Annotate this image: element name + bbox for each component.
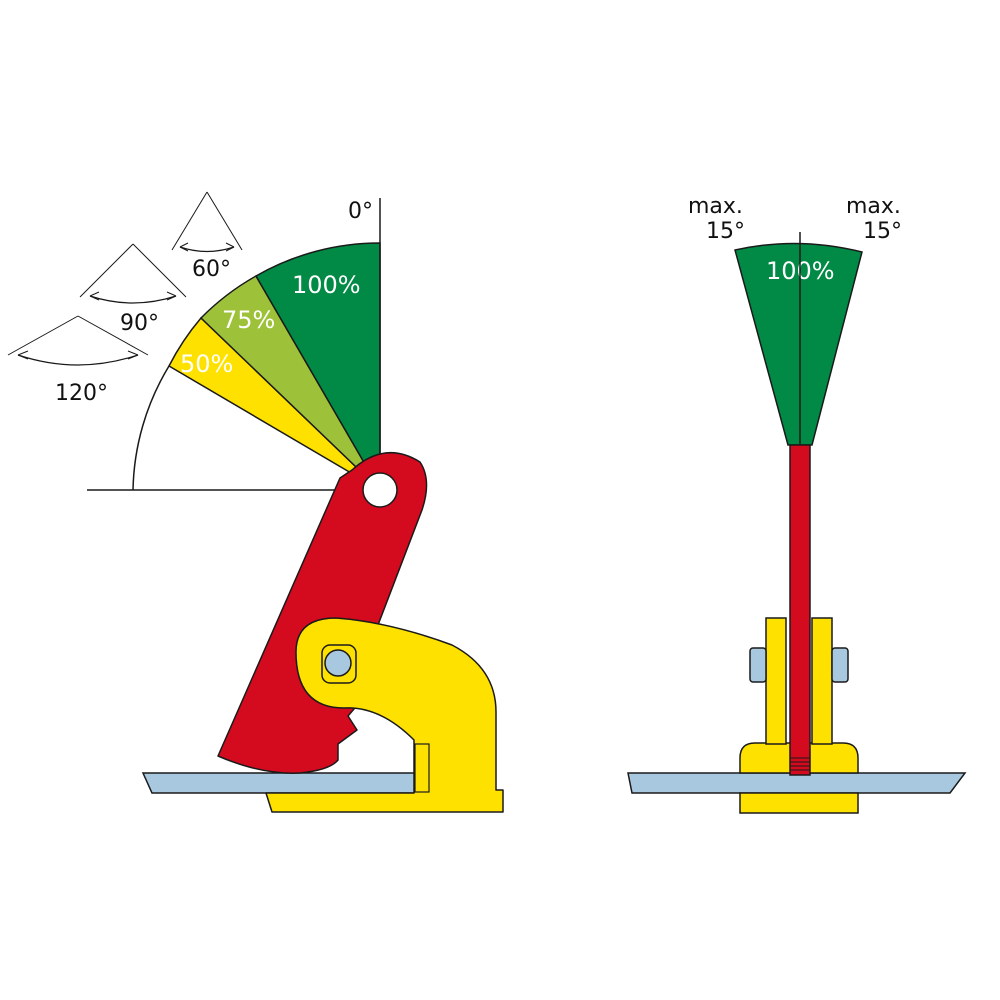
angle-arc: [132, 365, 170, 491]
steel-plate-side: [141, 772, 429, 794]
pin-end-left: [749, 647, 767, 683]
front-view: 100% max. 15° max. 15°: [627, 194, 967, 814]
angle-60-label: 60°: [192, 257, 231, 282]
red-lever-front: [789, 444, 811, 776]
pivot-pin-side: [324, 649, 352, 677]
zone-50-label: 50%: [180, 350, 233, 378]
jaw-pad: [414, 743, 430, 793]
max-left-label: max.: [688, 194, 743, 219]
angle-zero-label: 0°: [348, 199, 373, 224]
zone-100-fan-front: [734, 242, 863, 446]
shackle-eye-hole: [362, 472, 398, 508]
angle-120-marker: [7, 315, 149, 366]
side-view: 0° 60° 90° 120° 100% 75% 50%: [7, 191, 504, 813]
angle-90-label: 90°: [120, 311, 159, 336]
zone-100-label: 100%: [292, 271, 361, 299]
angle-120-label: 120°: [55, 381, 108, 406]
max-right-label: max.: [846, 194, 901, 219]
deg-right-label: 15°: [863, 219, 902, 244]
angle-90-marker: [79, 243, 187, 304]
deg-left-label: 15°: [706, 219, 745, 244]
angle-60-marker: [171, 191, 243, 253]
zone-75-label: 75%: [222, 306, 275, 334]
pin-end-right: [831, 647, 849, 683]
zone-100-sector: [254, 242, 381, 493]
steel-plate-front: [627, 772, 967, 794]
body-base-front: [739, 792, 859, 814]
side-plate-left: [765, 617, 787, 745]
side-plate-right: [811, 617, 833, 745]
red-lever-side: [217, 451, 428, 774]
lever-teeth-front: [790, 757, 810, 771]
